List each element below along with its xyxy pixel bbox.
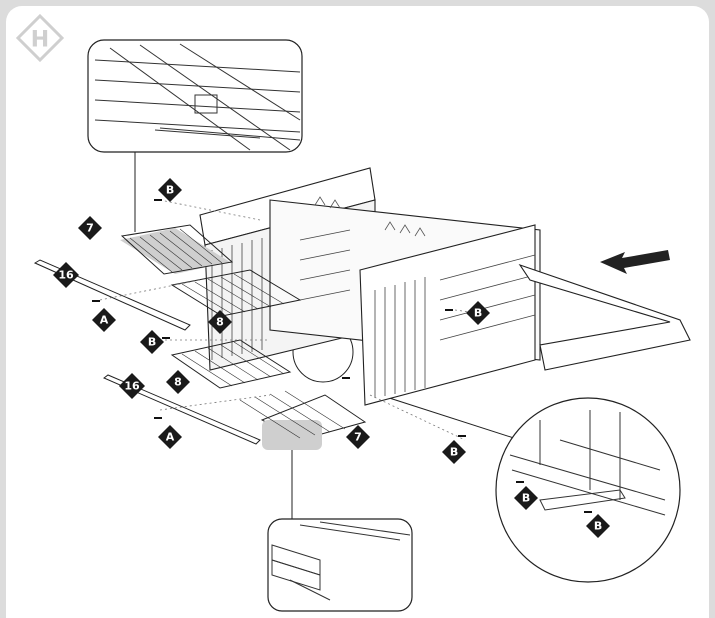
callout-8: 8 <box>166 370 190 394</box>
part-callouts: B 7 16 A 8 B 8 16 A 7 B B B B <box>53 178 610 538</box>
svg-text:A: A <box>166 431 175 444</box>
detail-circle-right <box>379 394 681 583</box>
assembly-diagram: H <box>15 13 691 612</box>
callout-b: B <box>466 301 490 325</box>
svg-text:B: B <box>148 336 156 349</box>
svg-text:8: 8 <box>216 316 224 329</box>
detail-inset-bottom <box>267 448 413 612</box>
direction-arrow-icon <box>600 250 670 274</box>
detail-inset-top <box>87 39 303 232</box>
callout-b: B <box>140 330 164 354</box>
callout-b: B <box>586 514 610 538</box>
svg-text:B: B <box>474 307 482 320</box>
svg-text:B: B <box>450 446 458 459</box>
callout-16: 16 <box>53 262 79 288</box>
guide-lines <box>99 199 471 441</box>
svg-text:A: A <box>100 314 109 327</box>
svg-text:8: 8 <box>174 376 182 389</box>
callout-a: A <box>158 425 182 449</box>
svg-text:16: 16 <box>58 269 74 282</box>
callout-16: 16 <box>119 373 145 399</box>
callout-b: B <box>514 486 538 510</box>
callout-7: 7 <box>78 216 102 240</box>
callout-8: 8 <box>208 310 232 334</box>
svg-text:B: B <box>522 492 530 505</box>
screw-marks <box>92 199 592 513</box>
step-letter: H <box>31 28 49 53</box>
instruction-panel: H <box>6 6 709 618</box>
wire-trays <box>120 224 367 450</box>
svg-text:B: B <box>166 184 174 197</box>
callout-7: 7 <box>346 425 370 449</box>
callout-b: B <box>442 440 466 464</box>
svg-text:7: 7 <box>86 222 94 235</box>
callout-a: A <box>92 308 116 332</box>
hutch-body <box>199 167 691 406</box>
svg-text:16: 16 <box>124 380 140 393</box>
svg-text:B: B <box>594 520 602 533</box>
callout-b: B <box>158 178 182 202</box>
step-badge: H <box>15 13 65 63</box>
svg-text:7: 7 <box>354 431 362 444</box>
